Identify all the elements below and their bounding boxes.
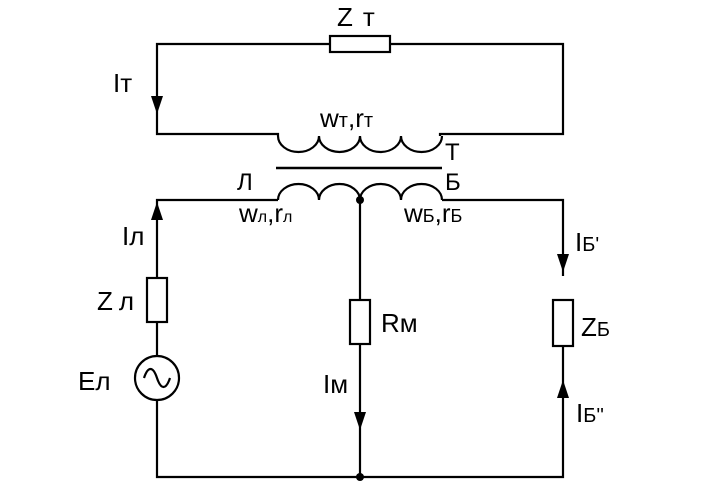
sine-symbol (142, 367, 172, 389)
arrow-im (354, 412, 366, 430)
label-il: Iл (122, 221, 144, 251)
label-wt-rt: wт,rт (319, 103, 373, 133)
junction-bottom (356, 473, 364, 481)
resistor-rm (348, 298, 372, 346)
label-wl-rl: wл,rл (238, 198, 292, 228)
wire-top-loop (155, 42, 565, 136)
label-t-winding: Т (445, 139, 460, 166)
wire-left-branch (155, 198, 565, 479)
resistor-zt (328, 34, 392, 54)
label-zb: ZБ (581, 312, 610, 342)
arrow-it (151, 96, 163, 114)
label-ib-double-prime: IБ'' (576, 398, 604, 428)
resistor-zb (551, 298, 575, 348)
arrow-ib1 (557, 254, 569, 272)
junction-top (356, 196, 364, 204)
arrow-ib2 (557, 380, 569, 398)
label-wb-rb: wБ,rБ (403, 198, 462, 228)
primary-circuit (133, 196, 575, 481)
winding-t (276, 135, 444, 154)
label-el: Eл (78, 366, 111, 396)
secondary-loop (151, 34, 565, 136)
label-rm: Rм (381, 308, 418, 338)
resistor-zl (145, 276, 169, 324)
label-im: Iм (323, 369, 348, 399)
label-b-winding: Б (445, 169, 461, 196)
arrow-il (151, 202, 163, 220)
label-l-winding: Л (237, 169, 253, 196)
label-it: Iт (113, 68, 132, 98)
label-ib-prime: IБ' (575, 227, 599, 257)
